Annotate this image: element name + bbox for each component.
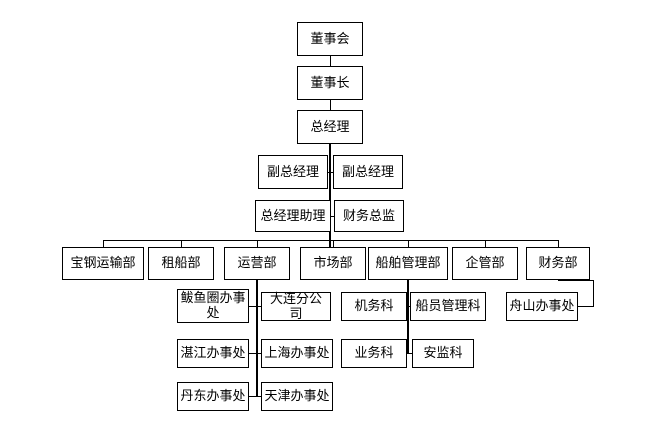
node-zhoushan-office[interactable]: 舟山办事处 <box>506 292 578 321</box>
node-business-section[interactable]: 业务科 <box>341 339 407 368</box>
connector-drop-market <box>333 240 334 247</box>
connector-drop-chartering <box>181 240 182 247</box>
node-baosteel-transport-department[interactable]: 宝钢运输部 <box>62 247 144 280</box>
node-label: 企管部 <box>465 256 505 271</box>
node-crew-management-section[interactable]: 船员管理科 <box>410 292 486 321</box>
connector-drop-operations <box>257 240 258 247</box>
connector-central-spine <box>329 144 331 248</box>
node-deputy-general-manager-right[interactable]: 副总经理 <box>333 155 403 189</box>
node-chairman[interactable]: 董事长 <box>297 66 363 100</box>
node-label: 业务科 <box>354 346 394 361</box>
node-label: 机务科 <box>354 299 394 314</box>
node-gm-assistant[interactable]: 总经理助理 <box>255 200 331 232</box>
node-label: 租船部 <box>161 256 201 271</box>
node-label: 副总经理 <box>341 164 394 180</box>
node-board-of-directors[interactable]: 董事会 <box>297 22 363 56</box>
connector-ship-management-to-safety <box>407 353 413 354</box>
connector-ship-management-to-crew <box>407 306 411 307</box>
connector-department-bus <box>103 240 558 241</box>
connector-drop-baosteel <box>103 240 104 247</box>
connector-operations-to-zhanjiang <box>249 353 261 354</box>
connector-finance-elbow-horizontal <box>578 306 594 307</box>
node-ship-management-department[interactable]: 船舶管理部 <box>368 247 448 280</box>
connector-drop-ship-management <box>408 240 409 247</box>
node-label: 上海办事处 <box>264 346 330 361</box>
connector-drop-enterprise-management <box>485 240 486 247</box>
node-label: 宝钢运输部 <box>70 256 136 271</box>
node-engineering-section[interactable]: 机务科 <box>341 292 407 321</box>
node-label: 董事长 <box>310 75 350 91</box>
node-label: 船员管理科 <box>415 299 481 314</box>
node-label: 市场部 <box>313 256 353 271</box>
node-label: 鲅鱼圈办事处 <box>180 291 246 321</box>
node-label: 船舶管理部 <box>375 256 441 271</box>
connector-ship-management-spine <box>407 280 409 353</box>
node-bayuquan-office[interactable]: 鲅鱼圈办事处 <box>177 289 249 323</box>
node-general-manager[interactable]: 总经理 <box>297 110 363 144</box>
connector-operations-to-dalian <box>256 306 262 307</box>
node-safety-supervision-section[interactable]: 安监科 <box>412 339 474 368</box>
node-market-department[interactable]: 市场部 <box>300 247 366 280</box>
node-label: 财务部 <box>538 256 578 271</box>
connector-operations-to-shanghai <box>256 353 262 354</box>
connector-deputy-gm-right <box>328 172 334 173</box>
node-label: 湛江办事处 <box>180 346 246 361</box>
connector-cfo <box>331 216 335 217</box>
connector-operations-to-tianjin <box>256 396 262 397</box>
connector-drop-finance <box>558 240 559 247</box>
node-finance-department[interactable]: 财务部 <box>526 247 590 280</box>
connector-finance-bottom <box>558 280 594 281</box>
connector-finance-elbow-vertical <box>593 280 594 307</box>
node-shanghai-office[interactable]: 上海办事处 <box>261 339 333 368</box>
node-label: 舟山办事处 <box>509 299 575 314</box>
node-label: 董事会 <box>310 31 350 47</box>
connector-operations-to-bayuquan <box>249 306 261 307</box>
node-label: 总经理助理 <box>260 208 326 224</box>
node-label: 副总经理 <box>266 164 319 180</box>
node-label: 运营部 <box>237 256 277 271</box>
node-operations-department[interactable]: 运营部 <box>224 247 290 280</box>
node-zhanjiang-office[interactable]: 湛江办事处 <box>177 339 249 368</box>
node-label: 安监科 <box>423 346 463 361</box>
node-dalian-branch[interactable]: 大连分公司 <box>261 291 331 322</box>
node-label: 丹东办事处 <box>180 389 246 404</box>
node-enterprise-management-department[interactable]: 企管部 <box>452 247 518 280</box>
node-deputy-general-manager-left[interactable]: 副总经理 <box>258 155 328 189</box>
node-label: 财务总监 <box>342 208 395 224</box>
node-chartering-department[interactable]: 租船部 <box>148 247 214 280</box>
connector-operations-to-dandong <box>249 396 261 397</box>
connector-board-to-chairman <box>330 56 331 66</box>
node-label: 天津办事处 <box>264 389 330 404</box>
node-cfo[interactable]: 财务总监 <box>334 200 404 232</box>
node-dandong-office[interactable]: 丹东办事处 <box>177 382 249 411</box>
node-tianjin-office[interactable]: 天津办事处 <box>261 382 333 411</box>
node-label: 大连分公司 <box>269 291 322 322</box>
node-label: 总经理 <box>310 119 350 135</box>
connector-operations-spine <box>256 280 258 396</box>
connector-chairman-to-gm <box>330 100 331 110</box>
